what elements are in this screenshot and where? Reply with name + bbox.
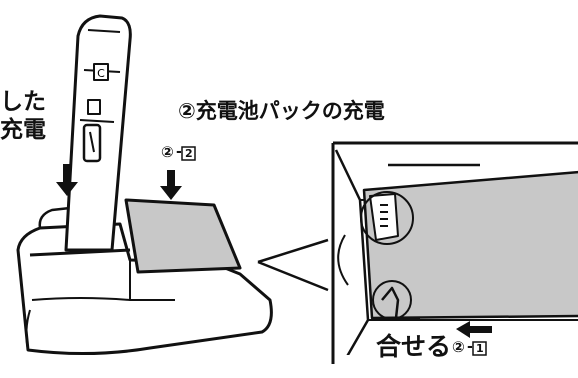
align-label: 合せる [376,332,452,361]
battery-pack [124,198,242,274]
callout-lines [257,238,329,292]
step-2-2-number: 2 [185,147,193,160]
step-2-1-circle: ② [452,338,465,356]
zoom-panel [330,141,578,364]
step-2-2-box [181,146,196,161]
device-button-label: C [97,67,105,80]
down-arrow-device [56,164,78,196]
down-arrow-pack [160,170,182,200]
handheld-device [64,14,132,252]
left-label-line1: した [0,89,46,115]
charger-base [16,206,273,356]
left-arrow [456,321,492,338]
step-2-2-circle: ② [161,143,174,161]
left-label-line2: 充電 [0,117,46,143]
step-2-1-number: 1 [476,342,484,355]
step-2-1-box [472,341,487,356]
section-title: ②充電池パックの充電 [178,99,385,123]
